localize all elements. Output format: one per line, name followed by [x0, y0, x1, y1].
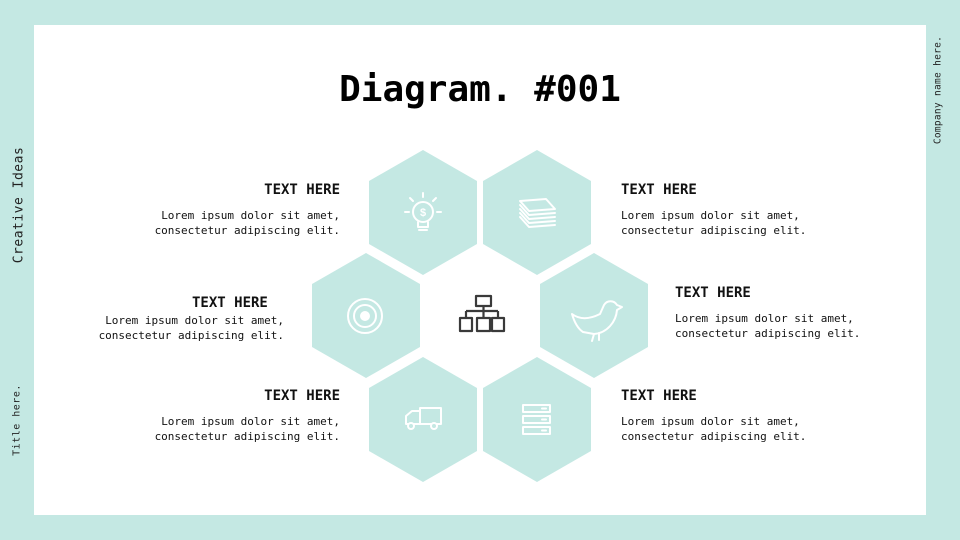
- side-label-company: Company name here.: [932, 35, 944, 145]
- block-body: Lorem ipsum dolor sit amet, consectetur …: [621, 415, 807, 443]
- svg-text:$: $: [420, 207, 426, 219]
- org-chart-icon: [458, 294, 506, 333]
- text-block-bottom-left: TEXT HERE Lorem ipsum dolor sit amet, co…: [130, 388, 340, 444]
- hex-top-left: $: [369, 150, 477, 275]
- block-heading: TEXT HERE: [675, 285, 751, 301]
- hex-top-right: [483, 150, 591, 275]
- hex-mid-left: [312, 253, 420, 378]
- text-block-mid-right: TEXT HERE Lorem ipsum dolor sit amet, co…: [675, 285, 895, 341]
- hexagon-diagram: $: [312, 150, 648, 482]
- hex-bottom-left: [369, 357, 477, 482]
- block-heading: TEXT HERE: [264, 182, 340, 198]
- side-label-creative-ideas: Creative Ideas: [11, 146, 27, 264]
- bird-icon: [571, 300, 623, 342]
- hex-bottom-right: [483, 357, 591, 482]
- truck-icon: [405, 407, 442, 430]
- text-block-top-left: TEXT HERE Lorem ipsum dolor sit amet, co…: [130, 182, 340, 238]
- text-block-bottom-right: TEXT HERE Lorem ipsum dolor sit amet, co…: [621, 388, 831, 444]
- server-icon: [522, 404, 551, 435]
- side-label-title: Title here.: [11, 384, 23, 456]
- block-heading: TEXT HERE: [621, 182, 697, 198]
- block-body: Lorem ipsum dolor sit amet, consectetur …: [621, 209, 807, 237]
- block-heading: TEXT HERE: [192, 295, 268, 311]
- text-block-top-right: TEXT HERE Lorem ipsum dolor sit amet, co…: [621, 182, 831, 238]
- text-block-mid-left: TEXT HERE Lorem ipsum dolor sit amet, co…: [94, 295, 304, 343]
- lightbulb-dollar-icon: $: [404, 192, 442, 231]
- hex-center: [426, 245, 534, 369]
- block-body: Lorem ipsum dolor sit amet, consectetur …: [154, 415, 340, 443]
- slide-card: Diagram. #001 $: [34, 25, 926, 515]
- hex-mid-right: [540, 253, 648, 378]
- block-body: Lorem ipsum dolor sit amet, consectetur …: [98, 314, 284, 342]
- stacked-papers-icon: [519, 198, 556, 228]
- block-body: Lorem ipsum dolor sit amet, consectetur …: [675, 312, 861, 340]
- block-heading: TEXT HERE: [621, 388, 697, 404]
- target-icon: [347, 298, 383, 334]
- block-body: Lorem ipsum dolor sit amet, consectetur …: [154, 209, 340, 237]
- block-heading: TEXT HERE: [264, 388, 340, 404]
- page-title: Diagram. #001: [339, 69, 621, 110]
